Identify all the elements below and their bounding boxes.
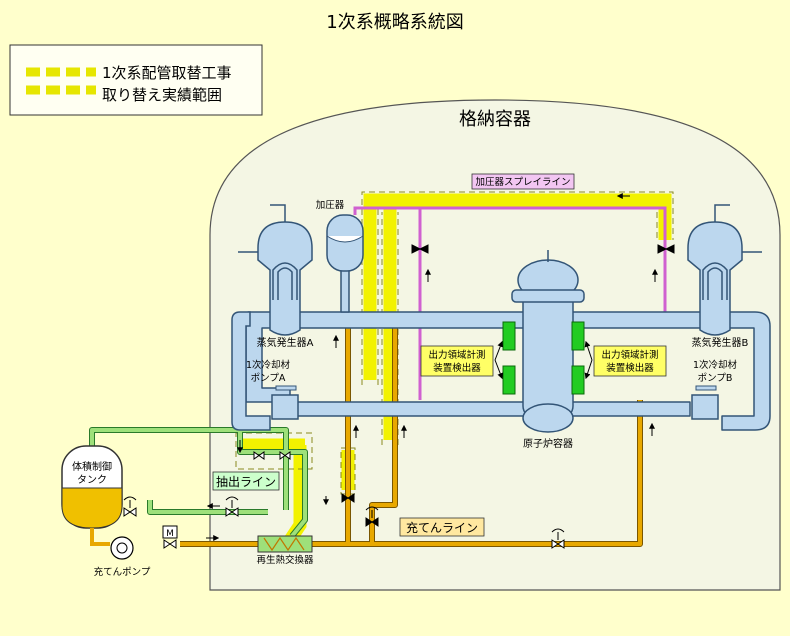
- svg-text:抽出ライン: 抽出ライン: [216, 475, 276, 489]
- pressurizer-label: 加圧器: [316, 200, 345, 211]
- sg-a-label: 蒸気発生器A: [257, 336, 314, 349]
- reactor-vessel-label: 原子炉容器: [523, 437, 573, 450]
- volume-control-tank: [61, 445, 123, 529]
- sg-b-label: 蒸気発生器B: [692, 336, 749, 349]
- power-range-detectors: [502, 321, 585, 395]
- pressurizer: [326, 214, 364, 272]
- svg-text:装置検出器: 装置検出器: [606, 362, 654, 374]
- reactor-vessel: [511, 250, 585, 433]
- steam-generator-a: [238, 204, 313, 336]
- svg-text:装置検出器: 装置検出器: [433, 362, 481, 374]
- detector-label-right: 出力領域計測 装置検出器: [593, 345, 667, 377]
- rcp-b-label-2: ポンプB: [698, 373, 733, 384]
- regenerative-heat-exchanger: [257, 535, 313, 553]
- svg-text:加圧器スプレイライン: 加圧器スプレイライン: [475, 177, 570, 188]
- rcp-a: [271, 385, 299, 420]
- valves: [123, 244, 675, 549]
- motor-operator: [162, 525, 178, 539]
- svg-text:充てんライン: 充てんライン: [406, 520, 478, 535]
- vct-outlet-pipe: [90, 528, 110, 546]
- spray-line-label: 加圧器スプレイライン: [471, 173, 575, 190]
- charging-line-label: 充てんライン: [399, 517, 485, 537]
- svg-text:出力領域計測: 出力領域計測: [428, 349, 485, 361]
- flow-arrows: [206, 193, 658, 541]
- vct-label-2: タンク: [77, 474, 107, 486]
- legend-text-2: 取り替え実績範囲: [102, 86, 222, 104]
- motor-mark: M: [166, 529, 174, 539]
- vct-label-1: 体積制御: [72, 460, 112, 473]
- rcp-a-label-1: 1次冷却材: [246, 359, 291, 371]
- letdown-line-label: 抽出ライン: [212, 471, 280, 491]
- pump-a-loop-pipe: [231, 311, 271, 431]
- charging-pump-label: 充てんポンプ: [94, 566, 151, 578]
- rcp-a-label-2: ポンプA: [251, 373, 286, 384]
- svg-text:出力領域計測: 出力領域計測: [601, 349, 658, 361]
- regen-hx-label: 再生熱交換器: [256, 554, 314, 566]
- charging-pump: [110, 536, 134, 560]
- legend-text-1: 1次系配管取替工事: [102, 64, 232, 82]
- containment-label: 格納容器: [459, 109, 531, 130]
- page-title: 1次系概略系統図: [326, 12, 463, 33]
- detector-label-left: 出力領域計測 装置検出器: [420, 345, 494, 377]
- legend: 1次系配管取替工事 取り替え実績範囲: [9, 44, 263, 116]
- steam-generator-b: [687, 204, 762, 336]
- rcp-b-label-1: 1次冷却材: [693, 359, 738, 371]
- rcp-b: [691, 385, 719, 420]
